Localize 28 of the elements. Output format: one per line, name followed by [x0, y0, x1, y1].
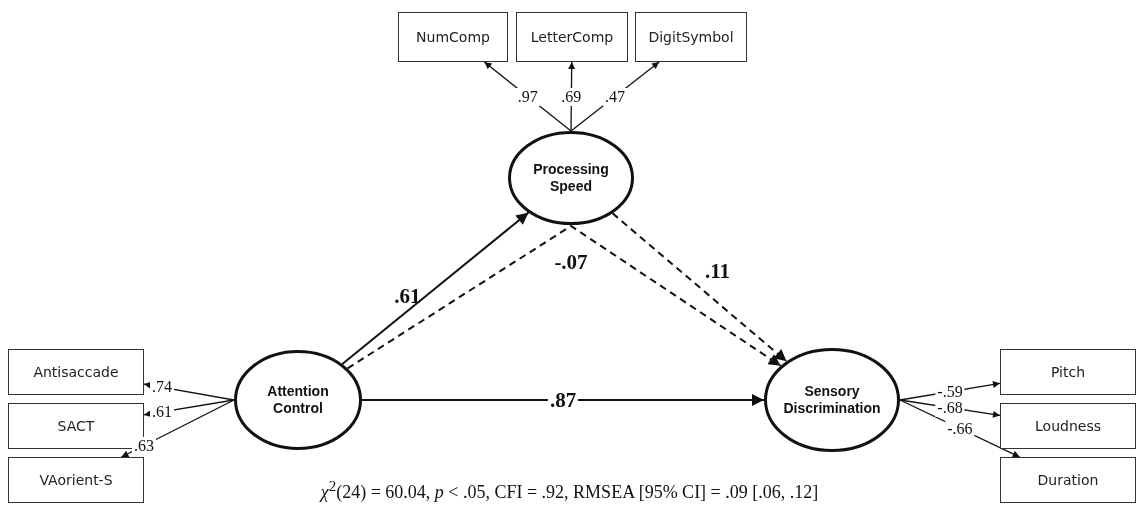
indicator-box: LetterComp — [516, 12, 628, 62]
loading-arrow — [570, 61, 660, 132]
path-coefficient: .61 — [393, 283, 422, 309]
path-arrow — [361, 394, 765, 406]
loading-value: .47 — [603, 87, 628, 106]
path-arrow — [346, 224, 782, 370]
latent-variable-label: Attention Control — [266, 382, 330, 418]
latent-variable-label: Processing Speed — [532, 160, 610, 196]
indicator-box: Duration — [1000, 457, 1136, 503]
indicator-box: Loudness — [1000, 403, 1136, 449]
loading-arrow — [568, 61, 576, 132]
loading-arrow — [143, 399, 235, 418]
loading-value: .69 — [559, 87, 584, 106]
path-arrow — [611, 212, 788, 363]
path-arrow — [341, 211, 530, 365]
fit-statistics-caption: χ$^{2}$(24) = 60.04, p < .05, CFI = .92, RMSEA [95% CI] = .09 [.06, .12] — [320, 482, 819, 502]
indicator-box: Pitch — [1000, 349, 1136, 395]
loading-value: -.66 — [945, 419, 975, 438]
loading-arrow — [120, 399, 235, 458]
path-coefficient: -.07 — [553, 249, 589, 275]
path-coefficient: .11 — [704, 258, 732, 284]
indicator-box: DigitSymbol — [635, 12, 747, 62]
loading-arrow — [483, 61, 572, 132]
latent-variable-label: Sensory Discrimination — [782, 382, 882, 418]
indicator-box: VAorient-S — [8, 457, 144, 503]
indicator-box: Antisaccade — [8, 349, 144, 395]
loading-value: .97 — [515, 87, 540, 106]
indicator-box: NumComp — [398, 12, 508, 62]
